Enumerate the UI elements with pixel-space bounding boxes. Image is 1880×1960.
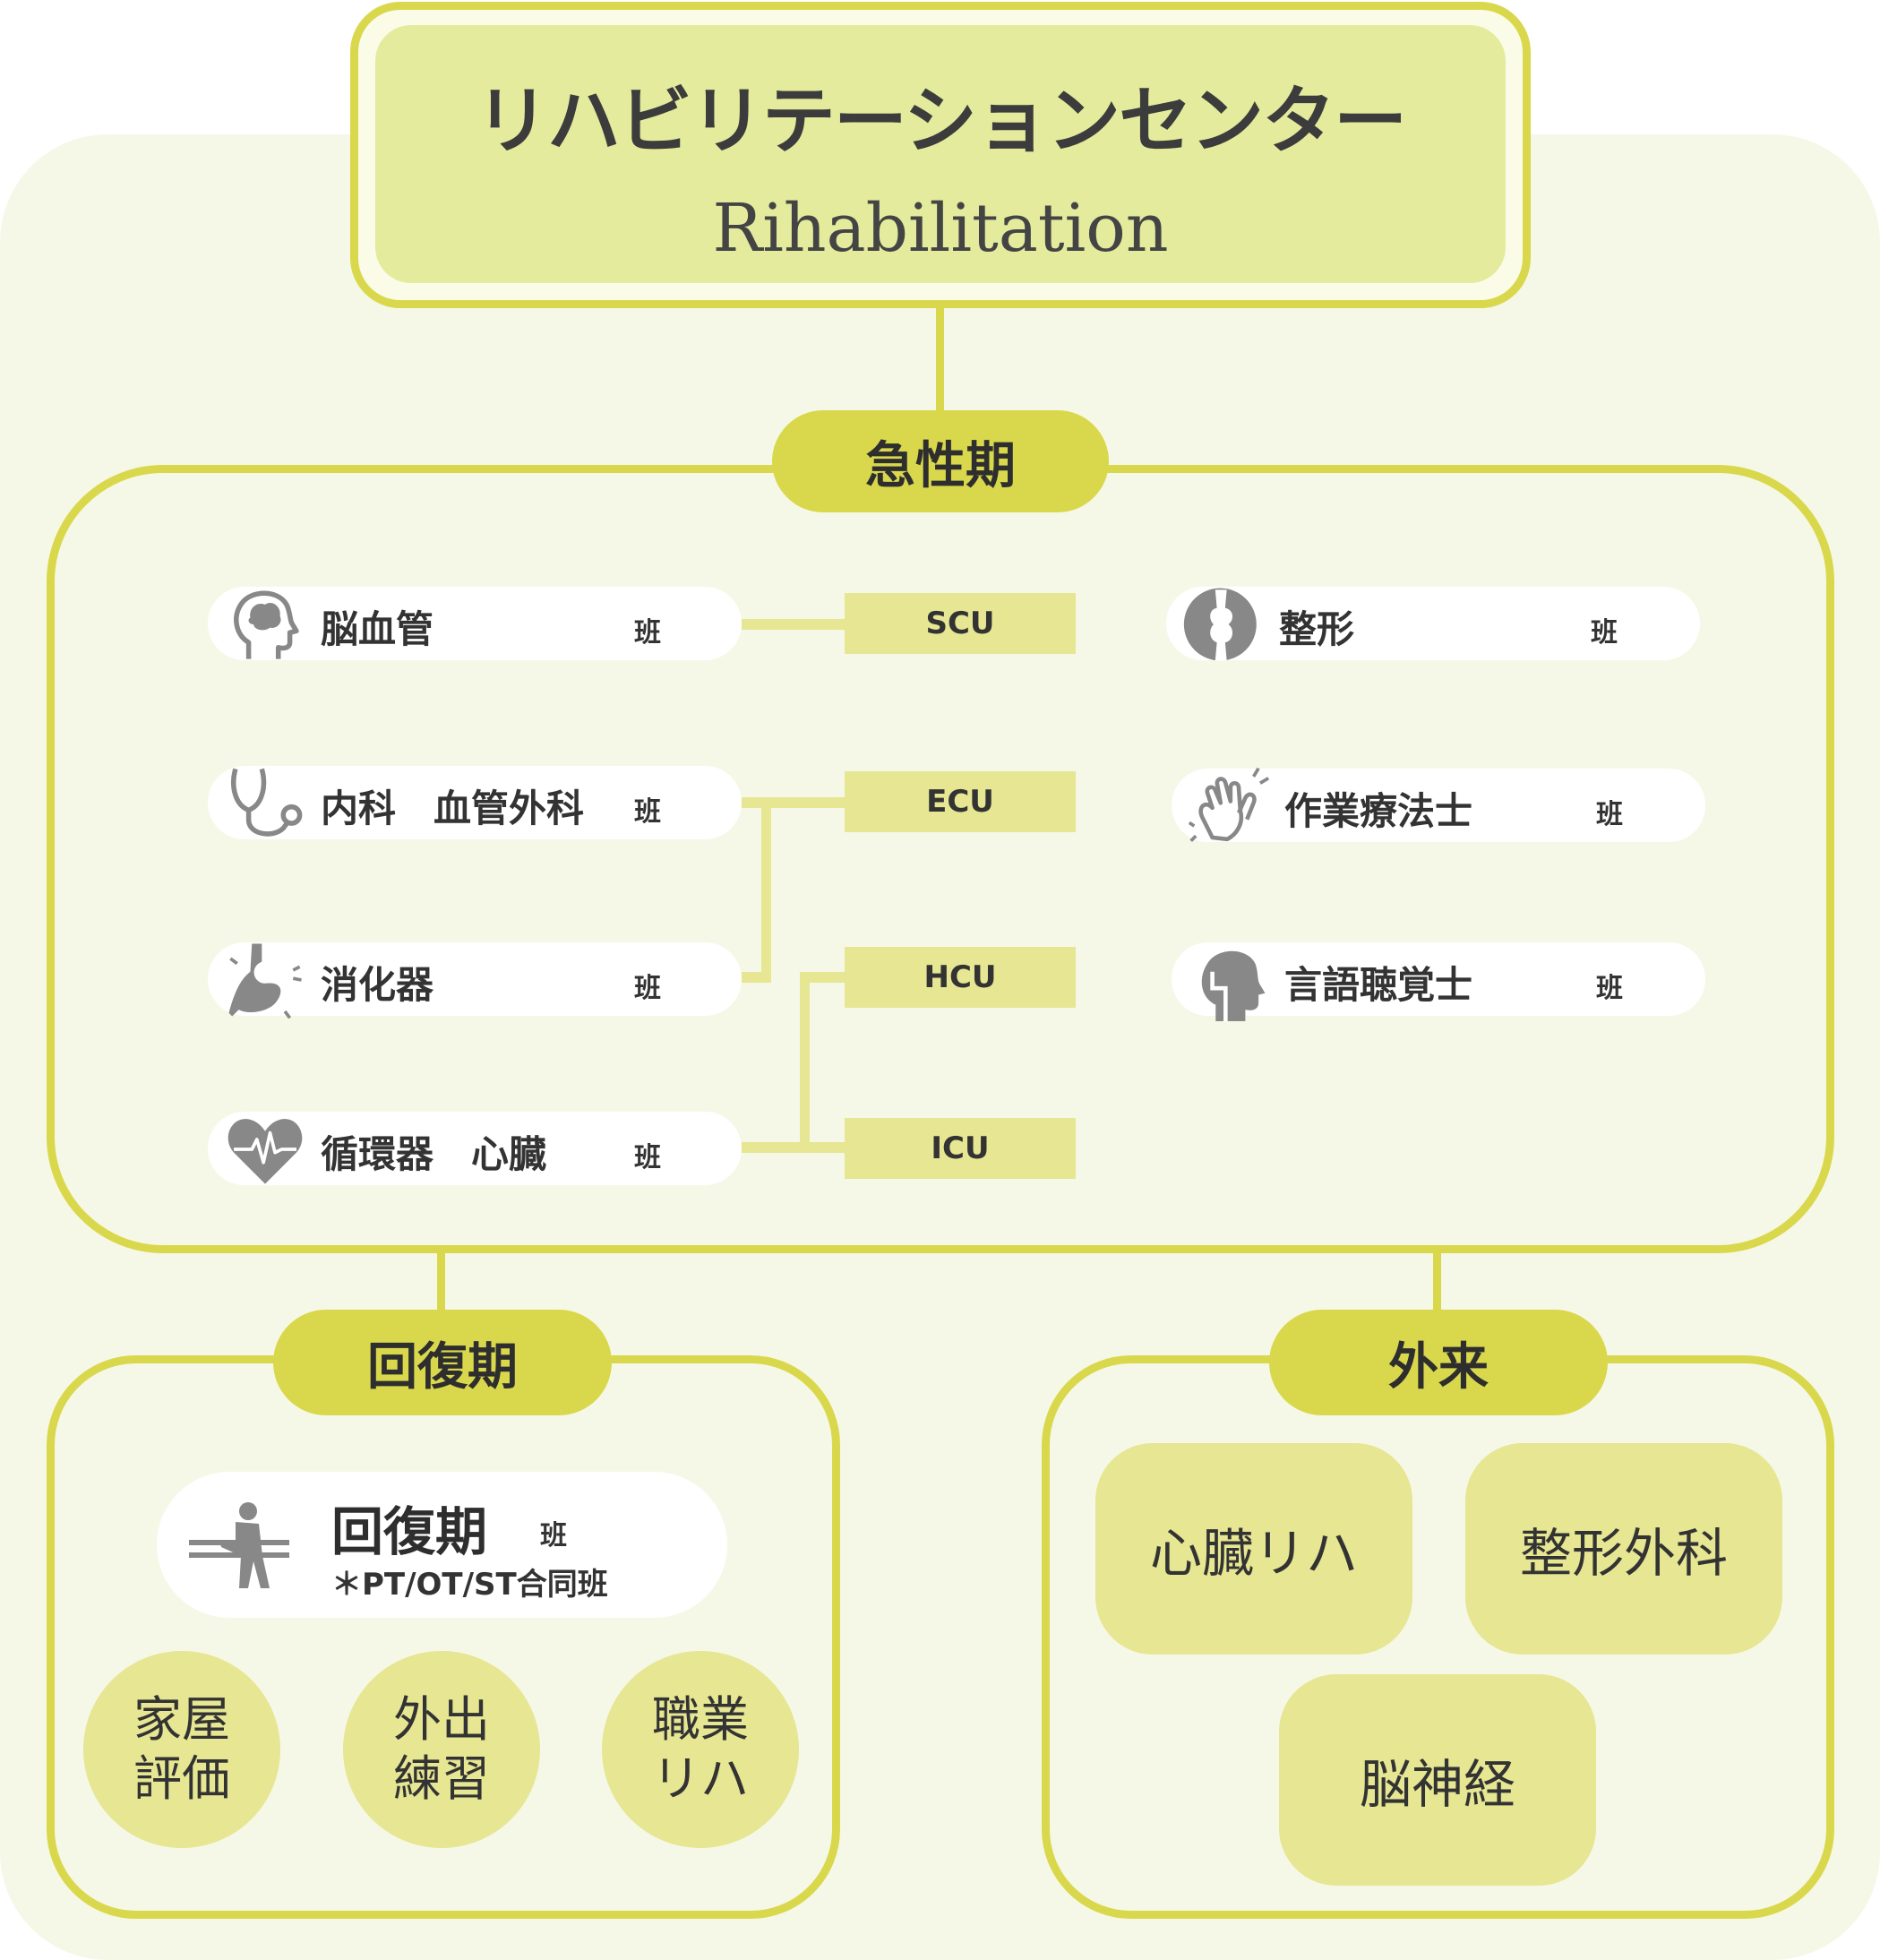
connector-acute-recovery	[437, 1247, 445, 1319]
team-orthopedic: 整形 班	[1166, 587, 1700, 661]
title-box	[375, 25, 1506, 283]
team-internal-vascular-name: 内科 血管外科	[321, 787, 585, 830]
unit-icu: ICU	[845, 1118, 1076, 1179]
link-hcu-vertical	[800, 972, 810, 1153]
team-occupational-therapist: 作業療法士 班	[1172, 767, 1705, 842]
stethoscope-icon	[231, 768, 303, 837]
bone-joint-icon	[1183, 588, 1257, 661]
team-occupational-therapist-name: 作業療法士	[1284, 789, 1473, 833]
team-digestive-suffix: 班	[634, 973, 661, 1004]
team-speech-therapist: 言語聴覚士 班	[1172, 942, 1705, 1021]
link-internal-ecu	[742, 797, 845, 808]
home-evaluation-line1: 家屋	[133, 1691, 230, 1748]
recovery-outing-practice: 外出練習	[343, 1651, 540, 1848]
recovery-vocational-rehab: 職業リハ	[602, 1651, 799, 1848]
outpatient-label: 外来	[1269, 1310, 1608, 1415]
outpatient-orthopedic-surgery: 整形外科	[1465, 1443, 1782, 1655]
unit-hcu: HCU	[845, 947, 1076, 1008]
team-cardiovascular-name: 循環器 心臓	[321, 1132, 547, 1176]
team-recovery-suffix: 班	[540, 1520, 567, 1552]
recovery-label: 回復期	[273, 1310, 612, 1415]
team-speech-therapist-name: 言語聴覚士	[1284, 963, 1473, 1007]
outing-practice-line1: 外出	[393, 1691, 490, 1748]
outpatient-cardiac-rehab: 心臓リハ	[1095, 1443, 1412, 1655]
team-cerebrovascular-name: 脳血管	[321, 607, 434, 651]
team-recovery-name: 回復期	[331, 1501, 488, 1562]
link-cardio-icu	[742, 1142, 845, 1153]
outing-practice-line2: 練習	[393, 1750, 490, 1807]
team-internal-vascular: 内科 血管外科 班	[208, 766, 742, 839]
team-speech-therapist-suffix: 班	[1596, 973, 1623, 1004]
link-ecu-vertical	[761, 797, 771, 982]
link-cerebro-scu	[742, 619, 845, 630]
recovery-home-evaluation: 家屋評価	[83, 1651, 280, 1848]
team-orthopedic-suffix: 班	[1591, 617, 1618, 649]
acute-label: 急性期	[772, 410, 1109, 512]
team-cardiovascular: 循環器 心臓 班	[208, 1112, 742, 1185]
outpatient-neurology: 脳神経	[1279, 1674, 1596, 1886]
team-digestive-name: 消化器	[321, 963, 434, 1007]
brain-head-icon	[234, 590, 299, 659]
team-cardiovascular-suffix: 班	[634, 1142, 661, 1173]
connector-acute-outpatient	[1433, 1247, 1441, 1319]
vocational-rehab-line2: リハ	[652, 1750, 749, 1807]
heart-pulse-icon	[227, 1119, 303, 1184]
team-cerebrovascular: 脳血管 班	[208, 587, 742, 660]
home-evaluation-line2: 評価	[133, 1750, 230, 1807]
team-recovery-note: ＊PT/OT/ST合同班	[331, 1567, 608, 1603]
patient-bed-icon	[189, 1502, 289, 1588]
team-recovery: 回復期 班 ＊PT/OT/ST合同班	[157, 1472, 727, 1618]
hands-icon	[1188, 767, 1270, 842]
page-subtitle: Rihabilitation	[712, 190, 1169, 267]
unit-ecu: ECU	[845, 771, 1076, 832]
vocational-rehab-line1: 職業	[652, 1691, 749, 1748]
team-cerebrovascular-suffix: 班	[634, 617, 661, 649]
team-digestive: 消化器 班	[208, 942, 742, 1019]
connector-title-acute	[936, 308, 944, 416]
unit-scu: SCU	[845, 593, 1076, 654]
speech-head-icon	[1201, 950, 1266, 1021]
team-internal-vascular-suffix: 班	[634, 796, 661, 828]
link-digestive-ecu	[742, 972, 771, 983]
team-occupational-therapist-suffix: 班	[1596, 799, 1623, 830]
page-title: リハビリテーションセンター	[475, 79, 1407, 164]
stomach-icon	[228, 943, 302, 1019]
link-cardio-hcu	[800, 972, 845, 983]
team-orthopedic-name: 整形	[1279, 607, 1355, 651]
